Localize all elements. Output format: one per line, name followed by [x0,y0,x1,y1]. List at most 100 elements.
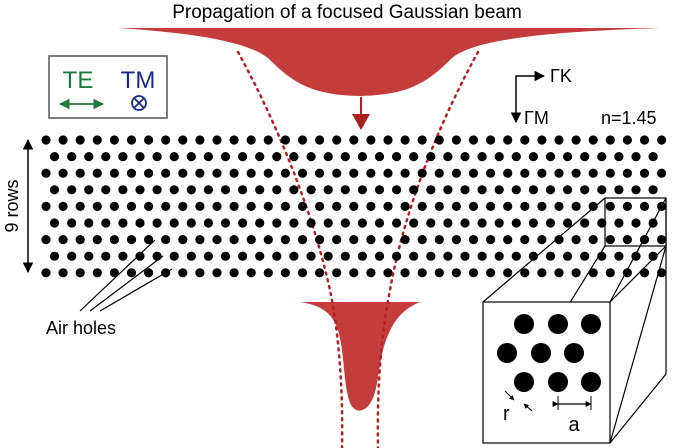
air-hole [417,168,427,178]
air-hole [101,218,111,228]
air-hole [58,268,68,278]
air-hole [332,168,342,178]
air-hole [486,201,496,211]
air-hole [280,268,290,278]
inset-holes [497,314,601,392]
air-hole [109,168,119,178]
air-hole [588,268,598,278]
inset-hole [564,343,584,363]
air-hole [374,185,385,195]
air-hole [58,201,68,211]
air-hole [152,152,162,162]
air-hole [571,268,581,278]
air-hole [126,268,137,278]
air-hole [238,152,248,162]
air-hole [101,251,111,261]
air-hole [220,185,231,195]
air-hole [169,218,179,228]
radius-label: r [503,403,510,425]
air-hole [426,218,436,228]
air-hole [135,218,145,228]
air-hole [417,201,427,211]
air-hole [639,135,650,145]
air-hole [426,152,436,162]
air-hole [246,201,256,211]
air-hole [520,201,530,211]
air-hole [246,235,256,245]
air-hole [494,218,504,228]
air-hole [451,268,461,278]
air-hole [580,152,590,162]
air-hole [357,152,367,162]
air-hole [588,168,598,178]
air-hole [657,135,667,145]
air-hole [101,185,111,195]
air-hole [357,218,367,228]
air-hole [178,135,188,145]
air-hole [297,268,308,278]
air-hole [426,185,436,195]
beam-envelope-right [376,50,480,448]
air-hole [392,218,402,228]
air-hole [409,218,419,228]
air-hole-lattice [41,135,667,278]
air-hole [289,152,299,162]
air-hole [349,235,359,245]
air-hole [520,135,530,145]
air-hole [537,201,547,211]
air-hole [409,152,419,162]
air-hole [366,135,376,145]
radius-arrow-in [504,390,515,401]
air-hole [161,201,171,211]
inset-hole [497,343,517,363]
air-hole [246,168,256,178]
air-hole [144,135,154,145]
air-hole [49,251,60,261]
air-hole [306,251,316,261]
air-hole [545,152,556,162]
beam-envelope-left [236,50,344,448]
air-hole [152,218,162,228]
air-hole [58,235,68,245]
air-hole [528,251,539,261]
air-hole [486,135,496,145]
air-hole [203,152,213,162]
air-hole [315,135,325,145]
air-hole [161,235,171,245]
air-hole [255,185,265,195]
gamma-m-label: ΓM [524,108,549,128]
air-hole [434,135,444,145]
tm-label: TM [121,67,156,94]
air-hole [503,135,513,145]
focused-beam [300,302,420,411]
air-hole [297,168,308,178]
air-hole [109,235,119,245]
air-hole [332,235,342,245]
inset-hole [581,314,601,334]
air-hole [178,268,188,278]
tm-out-of-plane-icon [131,95,147,111]
air-hole [323,152,333,162]
air-hole [280,235,290,245]
air-hole [400,168,410,178]
air-hole [503,201,513,211]
air-hole [84,152,94,162]
air-hole [135,185,145,195]
air-holes-pointer [89,255,164,312]
air-hole [109,268,119,278]
air-hole [263,201,273,211]
air-hole [563,152,573,162]
air-hole [563,218,573,228]
inset-hole [548,372,568,392]
air-hole [383,268,393,278]
air-hole [126,135,137,145]
air-hole [306,185,316,195]
air-hole [315,268,325,278]
air-hole [554,268,564,278]
inset-hole [514,372,534,392]
air-hole [648,152,658,162]
air-hole [383,235,393,245]
air-hole [374,152,385,162]
air-hole [169,251,179,261]
air-hole [118,152,128,162]
